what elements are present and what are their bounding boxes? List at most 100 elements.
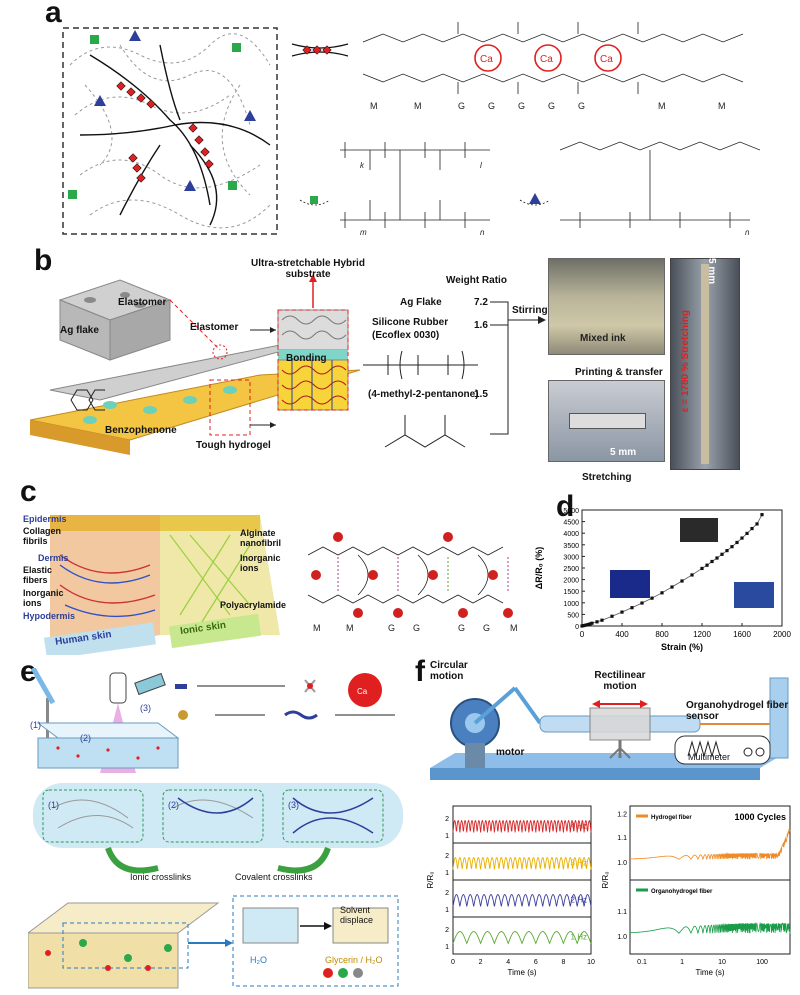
pdms-structure xyxy=(363,350,478,380)
series-frame xyxy=(629,879,791,955)
inset-photo xyxy=(610,570,650,598)
motor-label: motor xyxy=(496,747,525,758)
data-point xyxy=(700,566,704,571)
residue-label: G xyxy=(578,101,585,111)
x-tick-label: 0.1 xyxy=(637,959,647,966)
ag-flake-label: Ag flake xyxy=(60,325,99,336)
y-tick-label: 4500 xyxy=(563,520,579,527)
subscript-label: l xyxy=(480,161,482,170)
residue-label: G xyxy=(458,623,465,633)
scale-bar-vertical: 5 mm xyxy=(706,258,717,285)
y-tick-label: 1.0 xyxy=(617,860,627,867)
residue-label: M xyxy=(346,623,354,633)
x-tick-label: 1 xyxy=(680,959,684,966)
elastomer-label: Elastomer xyxy=(118,297,167,308)
ca-label: Ca xyxy=(600,54,613,65)
alginate-label: Alginate nanofibril xyxy=(240,528,281,548)
solvent-ratio: 1.5 xyxy=(474,389,488,400)
panel-label-c: c xyxy=(20,475,37,508)
data-point xyxy=(715,556,719,560)
data-point xyxy=(725,549,729,553)
inorganic-label: Inorganic ions xyxy=(23,588,64,608)
alginate-ca-structure: Ca Ca Ca M M G G G G G M M xyxy=(362,22,744,111)
y-tick-label: 1.1 xyxy=(617,909,627,916)
y-tick-label: 2 xyxy=(445,890,449,897)
panel-label-d: d xyxy=(556,490,575,523)
ecoflex-label: (Ecoflex 0030) xyxy=(372,330,440,341)
data-point xyxy=(705,563,709,567)
x-tick-label: 8 xyxy=(561,959,565,966)
data-point xyxy=(584,623,588,627)
covalent-crosslink-structures: k l m n n xyxy=(299,141,760,237)
data-point xyxy=(760,513,764,517)
subscript-label: n xyxy=(480,228,485,237)
subscript-label: k xyxy=(360,161,365,170)
data-point xyxy=(750,526,754,531)
x-tick-label: 100 xyxy=(756,959,768,966)
x-axis-label: Strain (%) xyxy=(661,642,703,652)
ionic-crosslink-symbol xyxy=(291,43,349,57)
tough-hydrogel-label: Tough hydrogel xyxy=(196,440,271,451)
x-tick-label: 2 xyxy=(479,959,483,966)
y-tick-label: 1000 xyxy=(563,601,579,608)
series-line xyxy=(630,921,791,935)
data-point xyxy=(590,621,594,625)
residue-label: G xyxy=(483,623,490,633)
data-point xyxy=(600,618,604,622)
residue-label: M xyxy=(658,101,666,111)
data-point xyxy=(690,573,694,577)
monomer-legend: Ca xyxy=(175,673,395,720)
residue-label: M xyxy=(370,101,378,111)
data-point xyxy=(680,579,684,583)
x-tick-label: 10 xyxy=(587,959,595,966)
series-line xyxy=(452,894,592,907)
data-point xyxy=(710,559,714,564)
y-tick-label: 2500 xyxy=(563,566,579,573)
glycerin-label: Glycerin / H₂O xyxy=(325,955,383,965)
y-tick-label: 1 xyxy=(445,833,449,840)
residue-label: G xyxy=(413,623,420,633)
inset-photo xyxy=(734,582,774,608)
skin-illustration xyxy=(44,515,280,655)
mixed-ink-label: Mixed ink xyxy=(580,333,626,344)
y-tick-label: 3500 xyxy=(563,543,579,550)
substrate-label: Ultra-stretchable Hybrid substrate xyxy=(251,258,365,280)
y-tick-label: 2 xyxy=(445,853,449,860)
y-tick-label: 1 xyxy=(445,870,449,877)
y-tick-label: 1 xyxy=(445,944,449,951)
data-point xyxy=(610,614,614,618)
y-tick-label: 1.0 xyxy=(617,934,627,941)
residue-label: G xyxy=(388,623,395,633)
legend-label: Hydrogel fiber xyxy=(651,815,692,821)
subscript-label: m xyxy=(360,228,367,237)
printing-photo xyxy=(548,380,665,462)
inner-step2-label: (2) xyxy=(168,800,179,810)
hypodermis-label: Hypodermis xyxy=(23,611,76,621)
data-point xyxy=(755,522,759,526)
data-point xyxy=(580,624,584,628)
inset-photo xyxy=(680,518,718,542)
x-tick-label: 10 xyxy=(718,959,726,966)
x-tick-label: 400 xyxy=(615,630,629,639)
data-point xyxy=(630,606,634,610)
residue-label: M xyxy=(414,101,422,111)
y-tick-label: 1500 xyxy=(563,589,579,596)
series-line xyxy=(452,819,592,833)
y-tick-label: 0 xyxy=(575,624,579,631)
hybrid-substrate-illustration xyxy=(30,274,361,455)
step2-label: (2) xyxy=(80,733,91,743)
panel-label-e: e xyxy=(20,655,37,688)
residue-label: M xyxy=(510,623,518,633)
elastomer-label-2: Elastomer xyxy=(190,322,239,333)
data-point xyxy=(660,591,664,595)
stretched-photo xyxy=(670,258,740,470)
data-point xyxy=(620,610,624,614)
printing-label: Printing & transfer xyxy=(575,367,663,378)
series-label: 4 Hz xyxy=(571,822,587,831)
residue-label: G xyxy=(548,101,555,111)
x-axis-label: Time (s) xyxy=(695,968,724,977)
multimeter-label: Multimeter xyxy=(688,752,731,762)
fit-line xyxy=(581,514,763,627)
alginate-egg-box: M M G G G G M xyxy=(307,532,518,633)
